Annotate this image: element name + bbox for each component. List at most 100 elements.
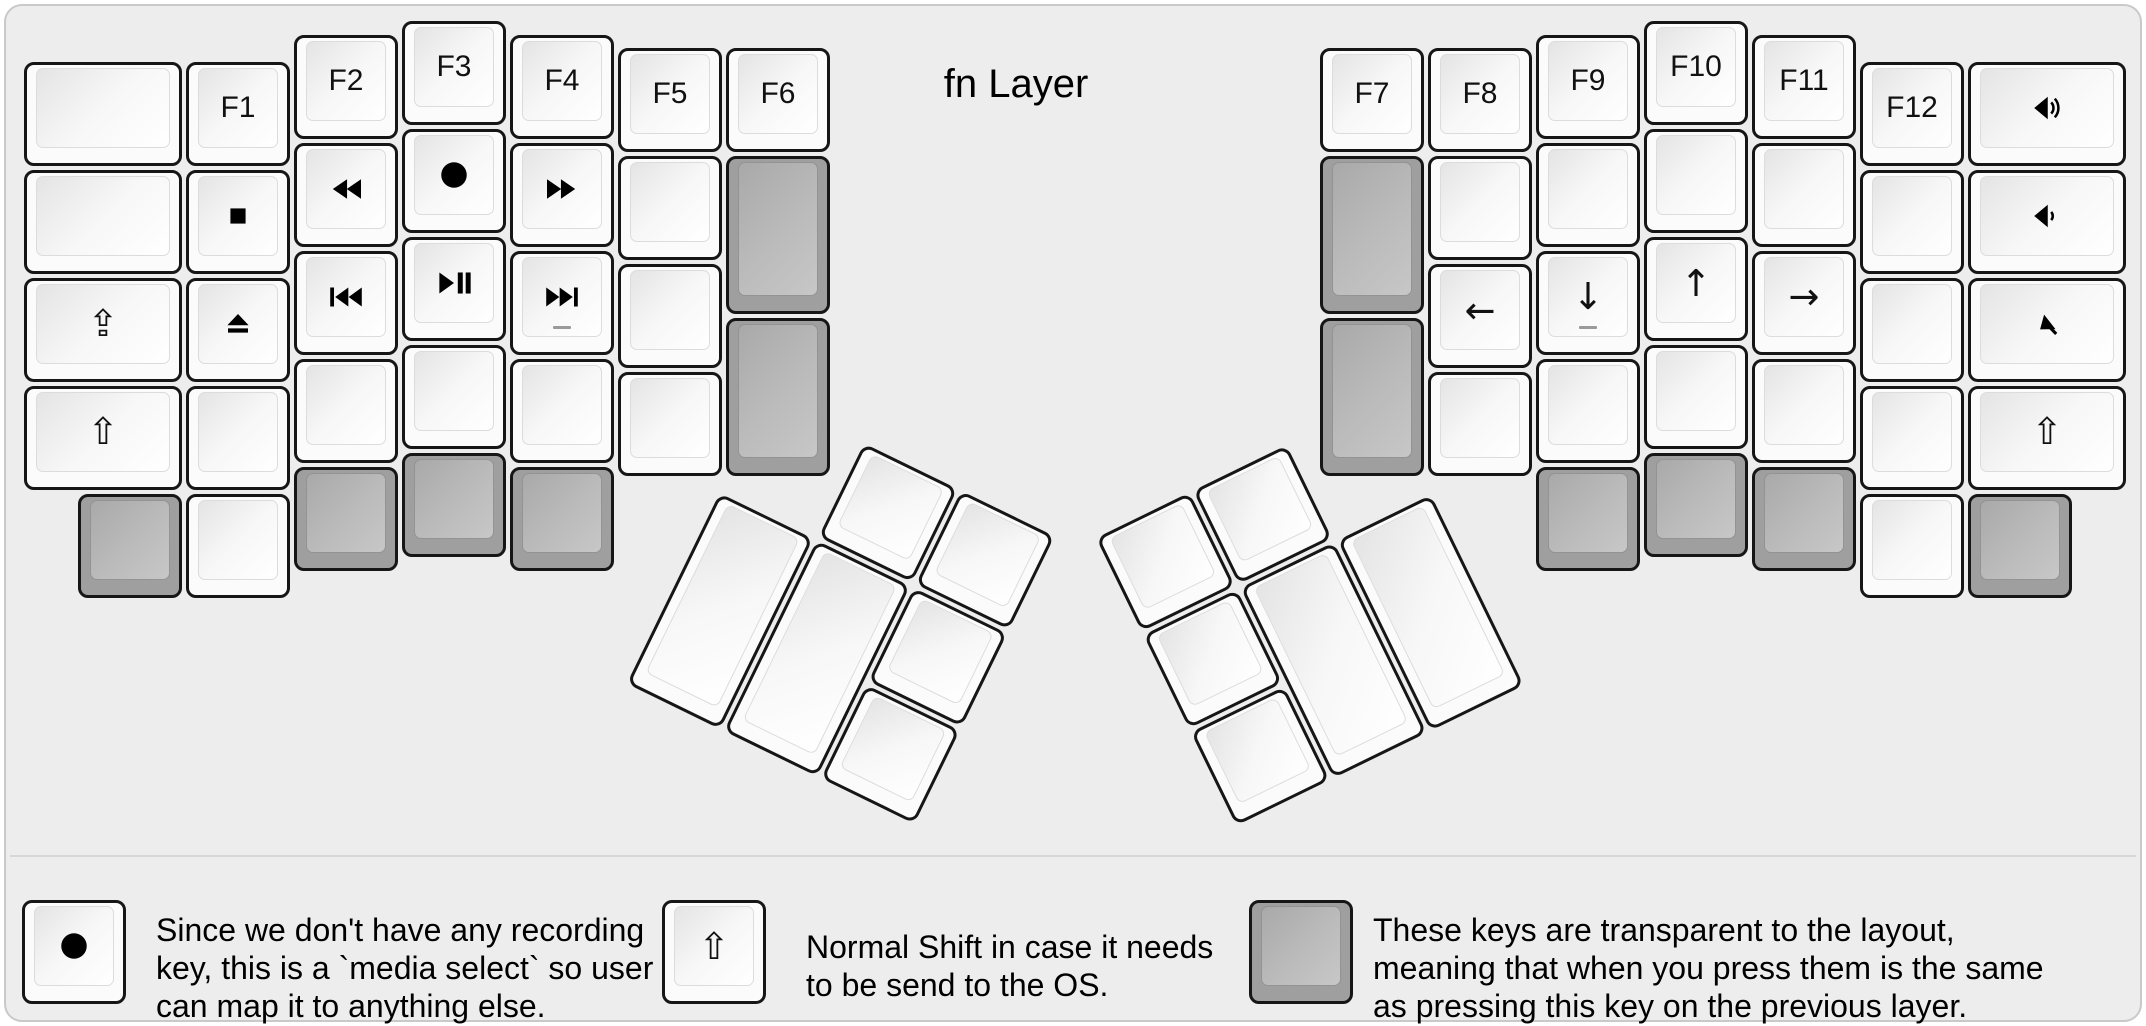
key-transparent[interactable] xyxy=(1752,466,1856,571)
key-blank[interactable] xyxy=(618,156,722,260)
keycap-surface xyxy=(934,501,1042,609)
record-icon xyxy=(57,929,91,963)
key-volume-up[interactable] xyxy=(1968,61,2126,166)
keycap-surface xyxy=(1980,175,2114,256)
key-f4[interactable]: F4 xyxy=(510,34,614,139)
key-blank[interactable] xyxy=(1536,142,1640,247)
keycap-surface xyxy=(1548,472,1628,553)
keycap-surface: F11 xyxy=(1764,40,1844,121)
prev-track-icon xyxy=(327,278,365,316)
key-blank[interactable] xyxy=(1428,372,1532,476)
legend-shift-key: ⇧ xyxy=(662,900,766,1004)
key-f3[interactable]: F3 xyxy=(402,21,506,125)
key-arrow-up-icon: ↑ xyxy=(1680,261,1712,305)
keycap-surface xyxy=(522,472,602,553)
key-blank[interactable] xyxy=(1536,358,1640,463)
key-blank[interactable] xyxy=(24,61,182,166)
keycap-surface xyxy=(1440,378,1520,458)
key-caps-lock[interactable]: ⇪ xyxy=(24,277,182,382)
keycap-surface xyxy=(522,364,602,445)
key-blank[interactable] xyxy=(1644,129,1748,233)
key-transparent[interactable] xyxy=(1644,453,1748,557)
key-mute[interactable] xyxy=(1968,277,2126,382)
keycap-surface xyxy=(1440,162,1520,242)
key-blank[interactable] xyxy=(24,169,182,274)
key-f8[interactable]: F8 xyxy=(1428,48,1532,152)
key-record[interactable] xyxy=(402,129,506,233)
keycap-surface xyxy=(1332,324,1412,458)
key-blank[interactable] xyxy=(618,372,722,476)
key-f11[interactable]: F11 xyxy=(1752,34,1856,139)
key-label: F5 xyxy=(652,77,688,110)
key-caps-lock-icon: ⇪ xyxy=(87,302,119,345)
keycap-surface: → xyxy=(1764,256,1844,337)
key-volume-down[interactable] xyxy=(1968,169,2126,274)
key-stop[interactable] xyxy=(186,169,290,274)
key-arrow-down[interactable]: ↓ xyxy=(1536,250,1640,355)
key-f6[interactable]: F6 xyxy=(726,48,830,152)
legend-text-transparent: These keys are transparent to the layout… xyxy=(1373,912,2044,1024)
key-label: F12 xyxy=(1886,90,1938,124)
key-rewind[interactable] xyxy=(294,142,398,247)
key-f9[interactable]: F9 xyxy=(1536,34,1640,139)
keycap-surface xyxy=(1764,148,1844,229)
key-label: F4 xyxy=(544,63,580,97)
key-transparent[interactable] xyxy=(510,466,614,571)
key-transparent[interactable] xyxy=(402,453,506,557)
key-arrow-up[interactable]: ↑ xyxy=(1644,237,1748,341)
key-arrow-right[interactable]: → xyxy=(1752,250,1856,355)
keycap-surface xyxy=(36,67,170,148)
key-f7[interactable]: F7 xyxy=(1320,48,1424,152)
key-label: F7 xyxy=(1354,77,1390,110)
key-blank[interactable] xyxy=(1860,277,1964,382)
key-blank[interactable] xyxy=(186,493,290,598)
key-f12[interactable]: F12 xyxy=(1860,61,1964,166)
key-blank[interactable] xyxy=(1752,358,1856,463)
keycap-surface: ↓ xyxy=(1548,256,1628,337)
key-f5[interactable]: F5 xyxy=(618,48,722,152)
key-blank[interactable] xyxy=(186,385,290,490)
key-f10[interactable]: F10 xyxy=(1644,21,1748,125)
key-transparent[interactable] xyxy=(294,466,398,571)
key-blank[interactable] xyxy=(294,358,398,463)
key-next-track[interactable] xyxy=(510,250,614,355)
keycap-surface: F10 xyxy=(1656,27,1736,107)
key-blank[interactable] xyxy=(402,345,506,449)
keycap-surface xyxy=(1980,499,2060,580)
keycap-surface xyxy=(1872,499,1952,580)
keycap-surface xyxy=(198,391,278,472)
keycap-surface: F2 xyxy=(306,40,386,121)
keycap-surface xyxy=(1872,283,1952,364)
keyboard-layout-canvas: fn Layer Since we don't have any recordi… xyxy=(4,4,2142,1024)
key-blank[interactable] xyxy=(1752,142,1856,247)
key-play-pause[interactable] xyxy=(402,237,506,341)
key-shift-left[interactable]: ⇧ xyxy=(24,385,182,490)
key-blank[interactable] xyxy=(1860,169,1964,274)
key-fast-forward[interactable] xyxy=(510,142,614,247)
key-eject[interactable] xyxy=(186,277,290,382)
key-f2[interactable]: F2 xyxy=(294,34,398,139)
key-blank[interactable] xyxy=(1428,156,1532,260)
key-transparent[interactable] xyxy=(1968,493,2072,598)
key-shift-right[interactable]: ⇧ xyxy=(1968,385,2126,490)
key-blank[interactable] xyxy=(1860,493,1964,598)
key-blank[interactable] xyxy=(1860,385,1964,490)
play-pause-icon xyxy=(435,264,473,302)
key-transparent[interactable] xyxy=(1320,318,1424,476)
key-previous-track[interactable] xyxy=(294,250,398,355)
key-arrow-left[interactable]: ← xyxy=(1428,264,1532,368)
key-transparent[interactable] xyxy=(78,493,182,598)
keycap-surface: ⇪ xyxy=(36,283,170,364)
keycap-surface xyxy=(414,459,494,539)
key-transparent[interactable] xyxy=(1536,466,1640,571)
key-blank[interactable] xyxy=(1644,345,1748,449)
keycap-surface: ⇧ xyxy=(1980,391,2114,472)
keycap-surface xyxy=(1109,503,1217,611)
key-blank[interactable] xyxy=(510,358,614,463)
key-transparent[interactable] xyxy=(1320,156,1424,314)
key-transparent[interactable] xyxy=(726,156,830,314)
key-transparent[interactable] xyxy=(726,318,830,476)
stop-icon xyxy=(224,202,252,230)
key-blank[interactable] xyxy=(618,264,722,368)
key-f1[interactable]: F1 xyxy=(186,61,290,166)
